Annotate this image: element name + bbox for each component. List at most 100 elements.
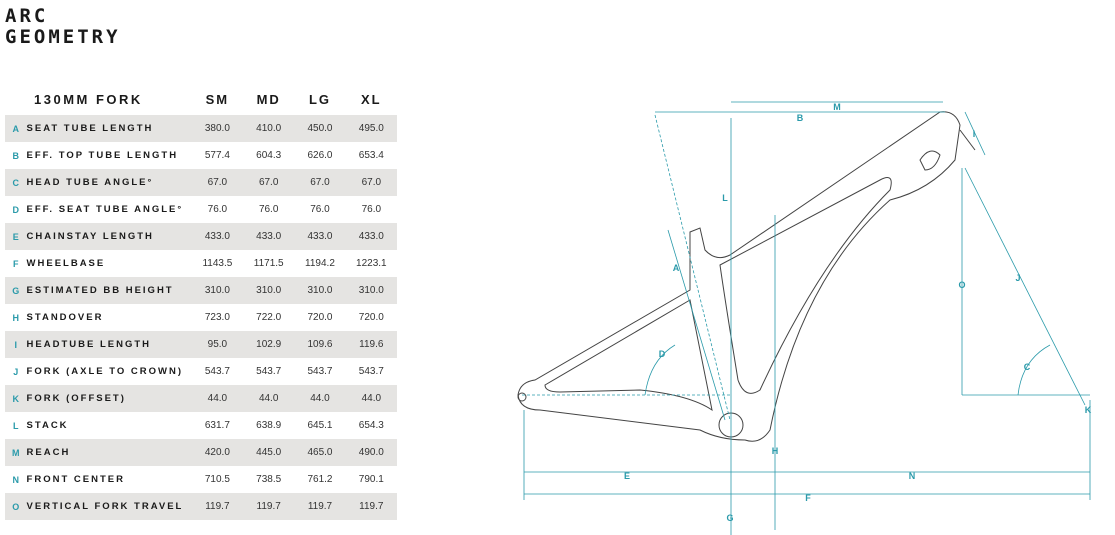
row-value: 310.0 (345, 277, 397, 304)
row-value: 1171.5 (253, 258, 284, 269)
row-name: STANDOVER (26, 312, 104, 323)
row-name: EFF. SEAT TUBE ANGLE° (26, 204, 184, 215)
row-value: 119.7 (345, 493, 397, 520)
row-name: EFF. TOP TUBE LENGTH (26, 150, 179, 161)
row-name: FORK (OFFSET) (26, 385, 192, 412)
row-value: 495.0 (345, 115, 397, 142)
row-name: VERTICAL FORK TRAVEL (26, 493, 192, 520)
row-letter: E (5, 223, 27, 250)
bike-frame (517, 111, 976, 442)
row-value: 626.0 (307, 150, 333, 161)
dimension-label-l: L (722, 193, 728, 203)
row-value: 410.0 (243, 115, 295, 142)
dimension-label-f: F (805, 493, 811, 503)
row-value: 1223.1 (356, 258, 387, 269)
size-header: LG (308, 92, 331, 107)
row-value: 723.0 (204, 312, 230, 323)
row-value: 433.0 (191, 223, 244, 250)
dimension-label-j: J (1015, 273, 1020, 283)
row-letter: G (5, 277, 27, 304)
row-value: 95.0 (191, 331, 244, 358)
table-row: H STANDOVER 723.0 722.0 720.0 720.0 (5, 304, 397, 331)
row-value: 761.2 (307, 474, 333, 485)
fork-header: 130MM FORK (34, 92, 143, 107)
row-letter: M (5, 439, 27, 466)
row-value: 67.0 (243, 169, 295, 196)
row-value: 1143.5 (202, 258, 233, 269)
row-value: 119.7 (243, 493, 295, 520)
row-letter: C (5, 169, 27, 196)
dimension-label-a: A (673, 263, 680, 273)
row-value: 722.0 (256, 312, 282, 323)
table-header: 130MM FORK SM MD LG XL (5, 84, 397, 115)
row-value: 310.0 (294, 277, 346, 304)
size-header: SM (205, 92, 230, 107)
row-value: 490.0 (345, 439, 397, 466)
dimension-label-d: D (659, 349, 666, 359)
row-name: WHEELBASE (26, 258, 106, 269)
row-value: 638.9 (256, 420, 282, 431)
row-value: 310.0 (243, 277, 295, 304)
row-letter: B (12, 150, 20, 161)
row-name: CHAINSTAY LENGTH (26, 223, 192, 250)
row-letter: J (13, 366, 19, 377)
row-letter: L (13, 420, 19, 431)
row-value: 380.0 (191, 115, 244, 142)
row-value: 720.0 (307, 312, 333, 323)
row-letter: H (12, 312, 20, 323)
row-name: SEAT TUBE LENGTH (26, 115, 192, 142)
row-letter: I (5, 331, 27, 358)
row-name: STACK (26, 420, 69, 431)
dimension-label-e: E (624, 471, 630, 481)
row-value: 44.0 (191, 385, 244, 412)
dimension-label-k: K (1085, 405, 1092, 415)
dimension-label-n: N (909, 471, 916, 481)
row-value: 119.7 (191, 493, 244, 520)
row-value: 577.4 (204, 150, 230, 161)
row-value: 790.1 (358, 474, 384, 485)
row-value: 433.0 (243, 223, 295, 250)
dimension-label-h: H (772, 446, 779, 456)
table-row: F WHEELBASE 1143.5 1171.5 1194.2 1223.1 (5, 250, 397, 277)
row-value: 76.0 (258, 204, 279, 215)
row-value: 44.0 (345, 385, 397, 412)
row-value: 445.0 (243, 439, 295, 466)
row-letter: O (5, 493, 27, 520)
row-value: 543.7 (358, 366, 384, 377)
row-name: HEADTUBE LENGTH (26, 331, 192, 358)
row-value: 67.0 (191, 169, 244, 196)
row-letter: F (13, 258, 19, 269)
row-value: 420.0 (191, 439, 244, 466)
dimension-label-i: I (973, 129, 976, 139)
row-value: 67.0 (294, 169, 346, 196)
size-header: MD (256, 92, 281, 107)
dimension-label-c: C (1024, 362, 1031, 372)
row-value: 1194.2 (305, 258, 335, 269)
row-value: 543.7 (256, 366, 282, 377)
row-value: 119.6 (345, 331, 397, 358)
row-value: 645.1 (307, 420, 333, 431)
row-name: HEAD TUBE ANGLE° (26, 169, 192, 196)
title-line-1: ARC (5, 5, 49, 27)
dimension-label-g: G (726, 513, 733, 523)
row-value: 543.7 (307, 366, 333, 377)
row-letter: A (5, 115, 27, 142)
row-value: 720.0 (358, 312, 384, 323)
row-name: FORK (AXLE TO CROWN) (26, 366, 183, 377)
row-value: 433.0 (345, 223, 397, 250)
row-value: 604.3 (256, 150, 282, 161)
row-value: 76.0 (207, 204, 228, 215)
row-name: ESTIMATED BB HEIGHT (26, 277, 192, 304)
row-value: 465.0 (294, 439, 346, 466)
